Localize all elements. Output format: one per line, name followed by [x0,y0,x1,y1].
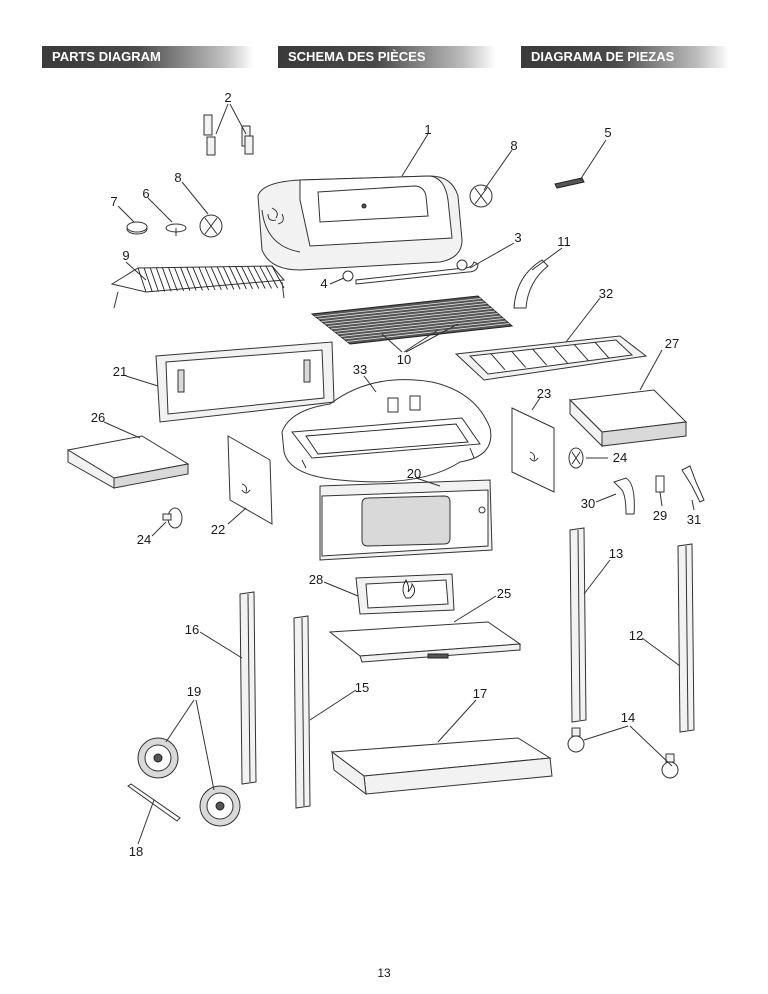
header-schema-des-pieces: SCHEMA DES PIÈCES [278,46,496,68]
callout-6: 6 [142,186,149,201]
part-ash-drawer-assembly [281,379,492,483]
page-number: 13 [377,966,391,980]
part-casters [567,727,679,779]
callout-3: 3 [514,230,521,245]
callout-4: 4 [320,276,327,291]
callout-2: 2 [224,90,231,105]
callout-25: 25 [497,586,511,601]
part-lift-handle [681,465,705,503]
callout-27: 27 [665,336,679,351]
part-hardware [554,177,585,189]
callout-33: 33 [353,362,367,377]
callout-12: 12 [629,628,643,643]
callout-29: 29 [653,508,667,523]
callout-10: 10 [397,352,411,367]
part-right-side-shelf [568,389,688,448]
part-temperature-gauge [199,184,493,238]
callout-18: 18 [129,844,143,859]
callout-24-right: 24 [613,450,627,465]
part-hinge-brackets [203,114,254,156]
callout-32: 32 [599,286,613,301]
callout-16: 16 [185,622,199,637]
callout-7: 7 [110,194,117,209]
part-clip [655,475,665,493]
header-diagrama-de-piezas: DIAGRAMA DE PIEZAS [521,46,729,68]
part-side-handle [613,477,635,515]
callout-8-left: 8 [174,170,181,185]
callout-8-right: 8 [510,138,517,153]
part-axle [127,783,181,822]
part-knob-bezel [126,221,187,236]
callout-15: 15 [355,680,369,695]
callout-26: 26 [91,410,105,425]
callout-5: 5 [604,125,611,140]
callout-31: 31 [687,512,701,527]
part-warming-rack [110,265,286,309]
leader-lines [103,103,695,845]
part-left-front-leg [293,615,311,809]
part-left-side-panel [227,435,273,525]
callout-30: 30 [581,496,595,511]
part-grease-tray [328,621,522,663]
part-left-side-shelf [66,435,190,489]
part-bottom-shelf [330,737,553,796]
callout-1: 1 [424,122,431,137]
part-lid [257,175,463,271]
callout-23: 23 [537,386,551,401]
part-handle-bracket [513,259,549,309]
part-air-vent-knob [568,447,584,469]
callout-9: 9 [122,248,129,263]
header-parts-diagram: PARTS DIAGRAM [42,46,254,68]
callout-11: 11 [557,234,571,249]
part-charcoal-pan [454,335,648,381]
callout-28: 28 [309,572,323,587]
callout-20: 20 [407,466,421,481]
callout-14: 14 [621,710,635,725]
part-lid-handle [342,259,479,285]
part-ash-door [355,573,455,615]
callout-24-left: 24 [137,532,151,547]
callout-17: 17 [473,686,487,701]
callout-13: 13 [609,546,623,561]
part-left-rear-leg [239,591,257,785]
callout-21: 21 [113,364,127,379]
part-back-panel [155,341,335,423]
part-cooking-grates [310,295,514,345]
part-right-side-panel [511,407,555,493]
callout-22: 22 [211,522,225,537]
callout-numbers: 1 2 3 4 5 6 7 8 8 9 10 11 12 13 14 15 16… [91,90,701,859]
part-right-legs [569,527,695,733]
part-air-vent-knob [162,507,183,529]
part-wheels [137,737,241,827]
part-front-panel [319,479,493,561]
callout-19: 19 [187,684,201,699]
